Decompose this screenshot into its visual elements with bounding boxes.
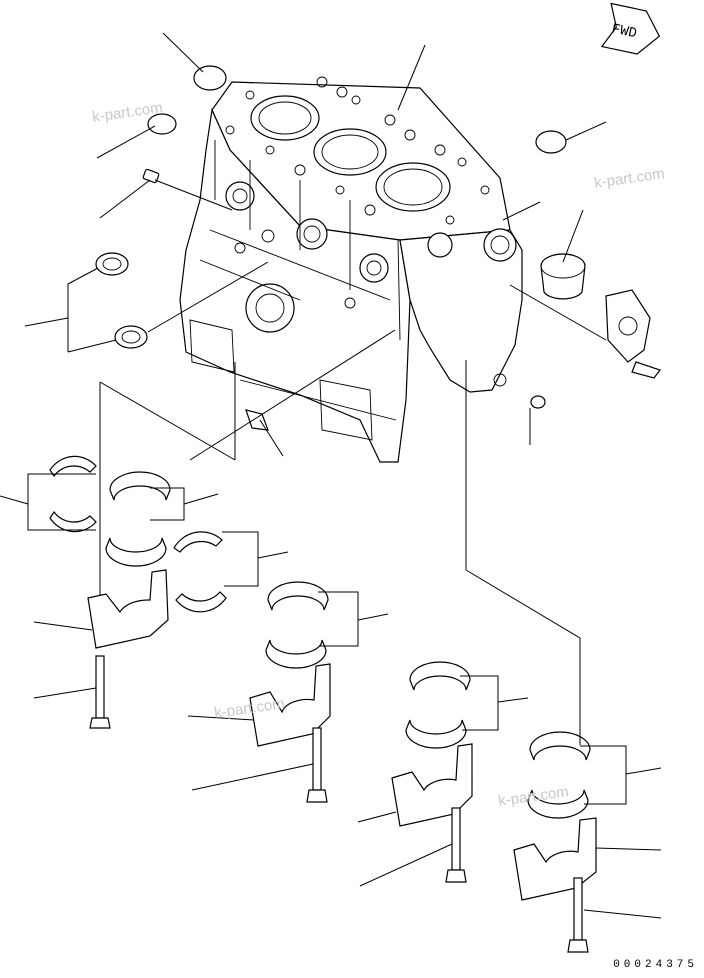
- small-plug: [530, 395, 546, 409]
- thrust-washer-right: [173, 531, 227, 613]
- expansion-plug-right: [535, 130, 567, 154]
- main-bearing-4: [527, 731, 591, 819]
- leader-lines: [0, 32, 662, 919]
- cover-bolt: [631, 361, 661, 379]
- expansion-plug-top: [193, 65, 227, 91]
- cylinder-block: [179, 76, 523, 463]
- main-bearing-cap-1: [87, 569, 169, 649]
- oil-seal-lower: [114, 325, 148, 349]
- expansion-plug-left: [147, 113, 177, 135]
- main-bearing-3: [405, 661, 471, 749]
- main-bearing-2: [265, 581, 329, 669]
- fwd-label: FWD: [610, 21, 638, 42]
- main-bearing-cap-2: [249, 663, 331, 747]
- gear-case-cover: [605, 289, 651, 363]
- main-bearing-cap-3: [391, 743, 473, 827]
- drawing-number: 00024375: [613, 959, 698, 971]
- main-bearing-1: [105, 471, 171, 567]
- fwd-arrow: FWD: [600, 2, 661, 55]
- cap-bolts: [89, 655, 589, 953]
- main-bearing-cap-4: [513, 817, 597, 901]
- thrust-washer-left: [49, 455, 97, 533]
- oil-seal-upper: [95, 252, 129, 276]
- block-accessories: [95, 65, 661, 431]
